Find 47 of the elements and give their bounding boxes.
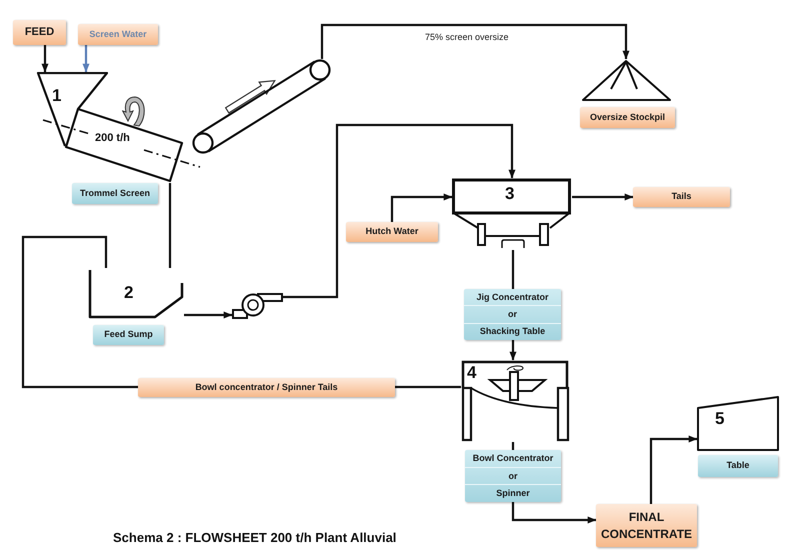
unit-number: 2 bbox=[124, 284, 134, 301]
stream-label: Oversize Stockpil bbox=[580, 107, 675, 128]
edge-label: 75% screen oversize bbox=[424, 32, 510, 44]
flow-arrow bbox=[184, 312, 232, 318]
flow-line bbox=[512, 442, 514, 450]
product-label: FINAL CONCENTRATE bbox=[596, 504, 697, 547]
stream-label: Bowl concentrator / Spinner Tails bbox=[138, 378, 395, 397]
flow-arrow bbox=[82, 45, 90, 72]
stockpile-pile bbox=[582, 59, 672, 102]
flow-line bbox=[395, 386, 461, 388]
capacity-text: 200 t/h bbox=[95, 133, 130, 144]
flow-arrow bbox=[42, 45, 48, 72]
unit-number: 4 bbox=[467, 364, 476, 381]
trommel-drum bbox=[64, 107, 184, 183]
unit-number: 3 bbox=[505, 185, 514, 202]
flow-arrow bbox=[572, 194, 634, 200]
unit-number: 1 bbox=[52, 87, 62, 104]
stream-label: Hutch Water bbox=[346, 222, 438, 242]
flow-arrow bbox=[283, 124, 516, 298]
flow-arrow bbox=[650, 436, 698, 504]
unit-label-text: or bbox=[464, 305, 561, 323]
belt-conveyor bbox=[192, 59, 333, 154]
unit-label-text: or bbox=[465, 466, 561, 484]
pump-symbol bbox=[232, 290, 283, 320]
unit-label-panel bbox=[465, 450, 561, 502]
unit-label: Trommel Screen bbox=[72, 183, 158, 204]
table-deck-drawing bbox=[697, 396, 779, 451]
unit-label: Table bbox=[698, 455, 778, 477]
stream-label: Screen Water bbox=[78, 24, 158, 45]
flow-line bbox=[22, 236, 138, 388]
unit-label-text: Spinner bbox=[465, 484, 561, 502]
flow-arrow bbox=[510, 340, 516, 360]
caption: Schema 2 : FLOWSHEET 200 t/h Plant Alluvial bbox=[113, 529, 396, 547]
unit-label-text: Shacking Table bbox=[464, 322, 561, 340]
stream-label: Tails bbox=[633, 187, 730, 207]
flow-line bbox=[512, 250, 514, 289]
unit-label-panel bbox=[464, 289, 561, 340]
flow-arrow bbox=[390, 194, 452, 222]
sump-tank bbox=[88, 268, 184, 319]
unit-label-text: Jig Concentrator bbox=[475, 290, 550, 304]
unit-label-text: Bowl Concentrator bbox=[472, 452, 554, 465]
flow-arrow bbox=[320, 24, 630, 60]
unit-label: Feed Sump bbox=[93, 325, 164, 345]
unit-number: 5 bbox=[715, 410, 724, 427]
stream-label: FEED bbox=[13, 20, 66, 45]
flow-arrow bbox=[512, 502, 596, 524]
flow-line bbox=[168, 183, 172, 268]
